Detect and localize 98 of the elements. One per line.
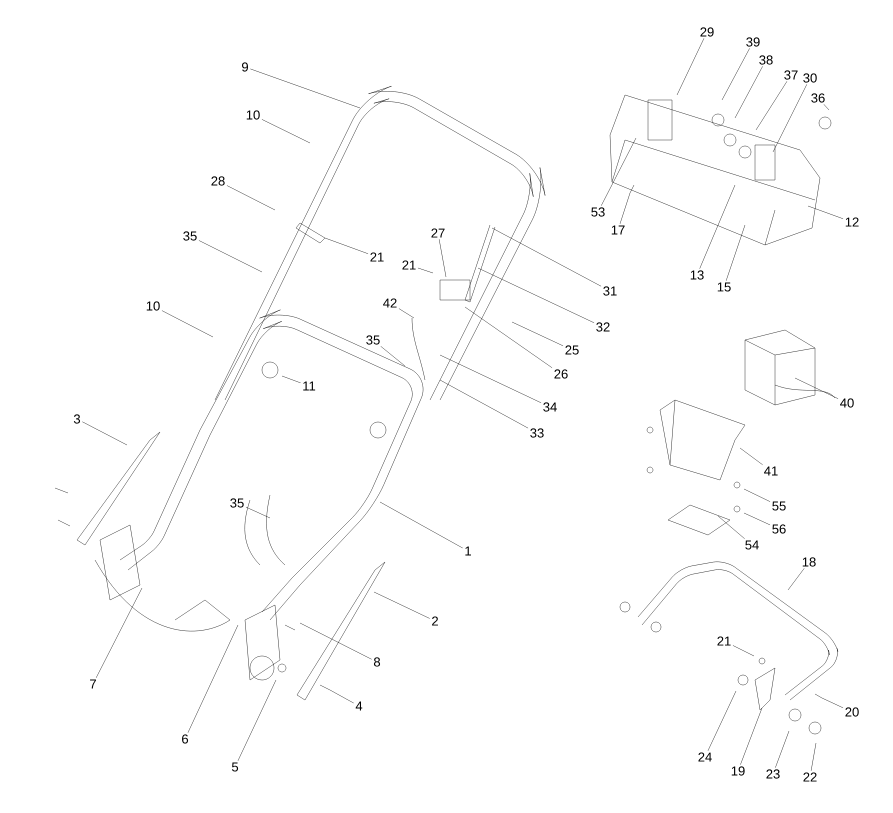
- leader-line: [418, 268, 434, 274]
- callout-number: 1: [465, 546, 471, 556]
- leader-line: [601, 138, 636, 206]
- callout-number: 18: [802, 557, 816, 567]
- callout-number: 10: [246, 110, 260, 120]
- callout-number: 3: [74, 414, 80, 424]
- callout-number: 40: [840, 398, 854, 408]
- callout-number: 12: [846, 217, 859, 227]
- callout-number: 25: [565, 345, 579, 355]
- leader-line: [162, 310, 214, 338]
- callout-number: 8: [374, 657, 380, 667]
- leader-line: [734, 66, 763, 118]
- leader-line: [96, 588, 142, 678]
- leader-line: [676, 38, 704, 96]
- callout-number: 21: [402, 260, 416, 270]
- callout-number: 31: [603, 286, 617, 296]
- callout-number: 34: [543, 402, 557, 412]
- callout-number: 36: [811, 93, 825, 103]
- callout-number: 35: [366, 335, 380, 345]
- callout-number: 35: [183, 231, 197, 241]
- leader-line: [246, 506, 270, 518]
- leader-line: [440, 380, 528, 428]
- leader-line: [324, 238, 368, 254]
- leader-line: [808, 206, 844, 219]
- callout-number: 4: [356, 702, 362, 710]
- callout-number: 28: [211, 176, 225, 186]
- callout-number: 26: [554, 369, 568, 379]
- callout-number: 13: [690, 270, 704, 280]
- leader-line: [198, 240, 262, 272]
- leader-line: [374, 592, 430, 619]
- leader-line: [380, 502, 463, 548]
- callout-number: 53: [591, 207, 605, 217]
- leader-line: [732, 645, 754, 656]
- leader-line: [744, 488, 770, 502]
- callout-number: 38: [759, 55, 773, 65]
- leader-line: [512, 322, 564, 346]
- leader-line: [775, 730, 790, 768]
- leader-line: [718, 516, 745, 539]
- callout-number: 39: [746, 37, 760, 47]
- callout-number: 23: [766, 769, 780, 779]
- callout-number: 7: [90, 680, 96, 688]
- leader-line: [620, 192, 630, 224]
- callout-number: 21: [717, 636, 731, 646]
- leader-line: [226, 185, 276, 210]
- leader-line: [740, 448, 763, 466]
- callout-number: 33: [530, 428, 544, 438]
- leader-line: [810, 742, 816, 771]
- leader-line: [788, 568, 804, 590]
- leader-line: [438, 239, 446, 278]
- callout-number: 37: [784, 70, 798, 80]
- leader-line: [722, 48, 750, 100]
- callout-number: 2: [432, 616, 438, 626]
- leader-line: [708, 690, 736, 751]
- leader-line: [282, 376, 301, 384]
- callout-number: 9: [242, 62, 248, 72]
- leader-line: [740, 708, 762, 765]
- callout-number: 32: [596, 322, 610, 332]
- leader-line: [744, 512, 770, 526]
- leader-line: [238, 680, 276, 761]
- callout-number: 56: [772, 524, 786, 534]
- leader-line: [250, 68, 360, 108]
- callout-number: 10: [146, 301, 160, 311]
- callout-number: 17: [612, 226, 625, 234]
- leader-line: [398, 308, 414, 318]
- callout-number: 42: [383, 298, 397, 308]
- callout-number: 30: [803, 73, 817, 83]
- callout-number: 15: [718, 282, 731, 292]
- leader-line: [824, 104, 830, 110]
- callout-number: 27: [431, 228, 445, 238]
- callout-number: 6: [182, 734, 188, 744]
- callout-number: 21: [370, 252, 384, 262]
- leader-line: [464, 306, 552, 368]
- leader-line: [822, 698, 844, 708]
- callout-number: 41: [764, 466, 778, 476]
- leader-line: [440, 354, 542, 403]
- callout-number: 29: [700, 27, 714, 37]
- callout-number: 55: [772, 501, 786, 511]
- callout-number: 11: [303, 382, 316, 390]
- leader-line: [262, 119, 310, 144]
- leader-line: [699, 184, 736, 269]
- leader-line: [330, 690, 354, 704]
- callout-number: 20: [845, 707, 859, 717]
- leader-line: [492, 228, 602, 286]
- leader-line: [726, 224, 746, 281]
- callout-number: 24: [698, 752, 712, 762]
- leader-line: [188, 624, 238, 733]
- callout-number: 19: [732, 766, 745, 776]
- callout-number: 5: [232, 762, 238, 772]
- leader-line: [794, 378, 838, 399]
- leader-line: [380, 346, 406, 366]
- leader-line: [300, 622, 372, 660]
- leader-line: [478, 268, 594, 323]
- leader-line: [82, 422, 128, 446]
- callout-number: 22: [803, 772, 817, 782]
- callout-number: 35: [230, 498, 244, 508]
- leader-line: [756, 81, 788, 130]
- leader-line: [772, 84, 808, 152]
- callout-number: 54: [745, 540, 759, 550]
